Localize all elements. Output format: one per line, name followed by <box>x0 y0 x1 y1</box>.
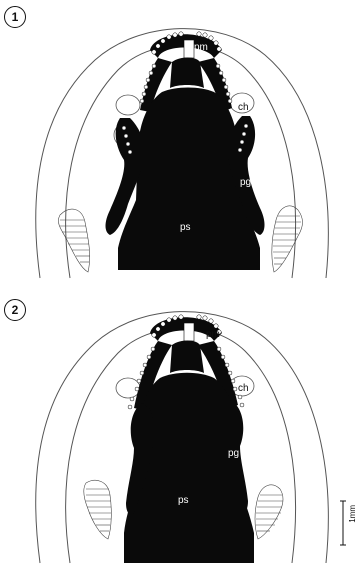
panel-number-badge: 2 <box>4 299 26 321</box>
label-ch: ch <box>238 102 249 113</box>
label-ps: ps <box>180 222 191 233</box>
premaxilla-tooth-gap <box>184 40 194 58</box>
palate-diagram: pm ch pg ps <box>0 283 358 566</box>
label-pg: pg <box>228 448 239 459</box>
label-ch: ch <box>238 383 249 394</box>
panel-number-badge: 1 <box>4 6 26 28</box>
label-pm: pm <box>206 329 220 340</box>
palate-diagram: pm ch pg ps <box>0 0 358 283</box>
label-pg: pg <box>240 177 251 188</box>
label-pm: pm <box>194 42 208 53</box>
label-ps: ps <box>178 495 189 506</box>
left-quadrate <box>84 480 111 539</box>
vomer-center <box>170 341 204 374</box>
vomer-center <box>170 58 204 89</box>
skull-panel-1: 1 <box>0 0 358 283</box>
scale-bar-label: 1mm <box>348 505 357 523</box>
premaxilla-tooth-gap <box>184 323 194 341</box>
left-choana-outline <box>116 95 140 115</box>
right-quadrate <box>272 206 303 272</box>
left-quadrate <box>58 209 90 272</box>
right-quadrate <box>255 485 283 539</box>
skull-panel-2: 2 <box>0 283 358 566</box>
